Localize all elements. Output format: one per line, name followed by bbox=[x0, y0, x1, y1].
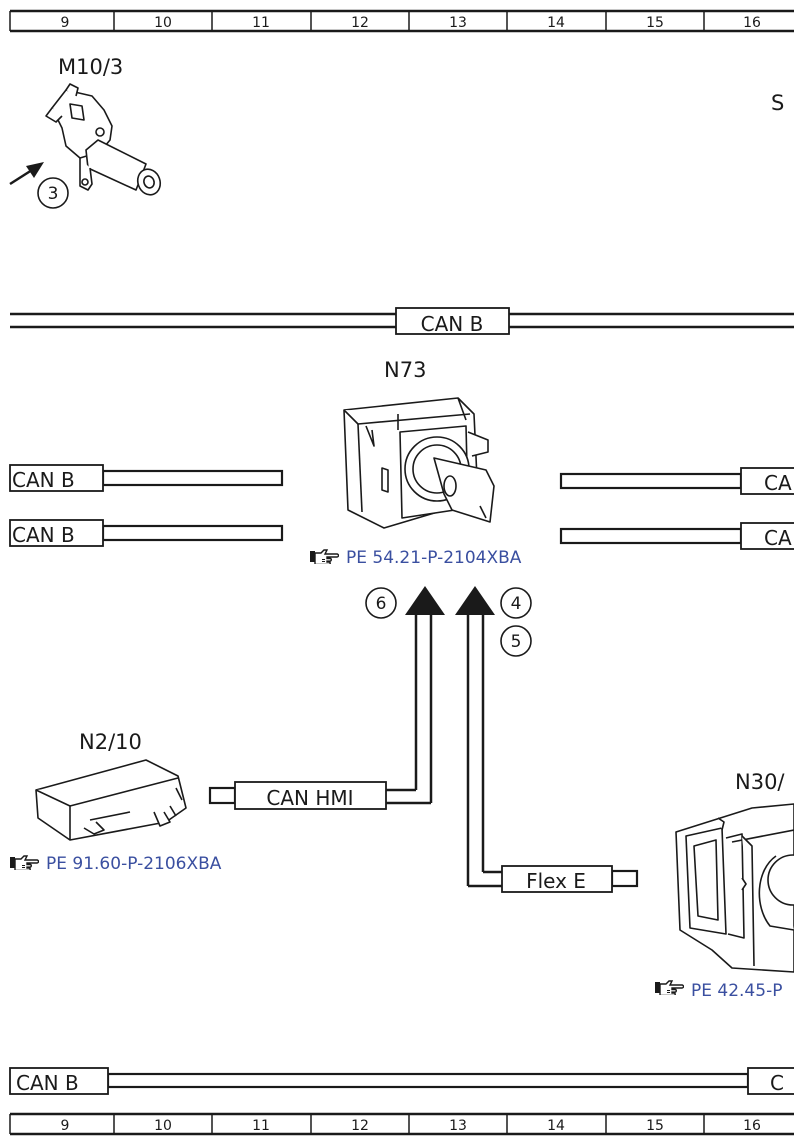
n2-10-reference-link[interactable]: PE 91.60-P-2106XBA bbox=[46, 854, 222, 874]
hmi-arrow-into-n73 bbox=[405, 586, 445, 803]
n2-10-module-drawing bbox=[35, 759, 187, 841]
callouts-n73 bbox=[365, 587, 532, 657]
callout-3: 3 bbox=[48, 184, 59, 204]
arrow-callout-3: 3 bbox=[9, 162, 69, 209]
ruler-bottom-col-12: 12 bbox=[351, 1118, 369, 1134]
can-b-bottom-right-label: C bbox=[770, 1071, 784, 1095]
ruler-col-12: 12 bbox=[351, 15, 369, 31]
top-ruler: 9 10 11 12 13 14 15 16 bbox=[9, 9, 794, 33]
bottom-ruler: 9 10 11 12 13 14 15 16 bbox=[9, 1112, 794, 1136]
n30-reference-link[interactable]: PE 42.45-P bbox=[691, 981, 782, 1001]
ruler-col-9: 9 bbox=[61, 15, 70, 31]
can-b-left-upper-label: CAN B bbox=[12, 468, 75, 492]
flex-arrow-into-n73 bbox=[455, 586, 495, 886]
callout-6: 6 bbox=[376, 594, 387, 614]
n30-label: N30/ bbox=[735, 770, 785, 794]
callout-5: 5 bbox=[511, 632, 522, 652]
n73-ignition-switch-drawing bbox=[343, 397, 495, 529]
pointing-hand-icon bbox=[9, 855, 39, 870]
ruler-bottom-col-10: 10 bbox=[154, 1118, 172, 1134]
ruler-bottom-col-13: 13 bbox=[449, 1118, 467, 1134]
can-hmi-label: CAN HMI bbox=[266, 786, 353, 810]
ruler-bottom-col-14: 14 bbox=[547, 1118, 565, 1134]
m10-3-label: M10/3 bbox=[58, 55, 123, 79]
s-partial-label: S bbox=[771, 91, 784, 115]
n73-label: N73 bbox=[384, 358, 426, 382]
can-b-top-bus: CAN B bbox=[10, 307, 794, 336]
callout-4: 4 bbox=[511, 594, 522, 614]
can-b-bottom-bus: CAN B C bbox=[9, 1067, 794, 1095]
can-b-right-upper: CA bbox=[559, 467, 794, 495]
can-b-left-upper: CAN B bbox=[9, 464, 284, 492]
ruler-col-15: 15 bbox=[646, 15, 664, 31]
can-hmi-bus: CAN HMI bbox=[208, 781, 431, 810]
can-b-right-upper-label: CA bbox=[764, 471, 792, 495]
m10-3-motor-drawing bbox=[45, 83, 162, 196]
ruler-col-16: 16 bbox=[743, 15, 761, 31]
n2-10-label: N2/10 bbox=[79, 730, 142, 754]
n30-module-drawing bbox=[675, 803, 794, 973]
ruler-bottom-col-16: 16 bbox=[743, 1118, 761, 1134]
can-b-left-lower-label: CAN B bbox=[12, 523, 75, 547]
ruler-col-10: 10 bbox=[154, 15, 172, 31]
can-b-left-lower: CAN B bbox=[9, 519, 284, 547]
ruler-col-11: 11 bbox=[252, 15, 270, 31]
ruler-bottom-col-9: 9 bbox=[61, 1118, 70, 1134]
can-b-right-lower-label: CA bbox=[764, 526, 792, 550]
can-b-right-lower: CA bbox=[559, 522, 794, 550]
ruler-bottom-col-15: 15 bbox=[646, 1118, 664, 1134]
pointing-hand-icon bbox=[654, 980, 684, 995]
flex-e-label: Flex E bbox=[526, 869, 586, 893]
ruler-col-14: 14 bbox=[547, 15, 565, 31]
n73-reference-link[interactable]: PE 54.21-P-2104XBA bbox=[346, 548, 522, 568]
can-b-top-label: CAN B bbox=[421, 312, 484, 336]
can-b-bottom-left-label: CAN B bbox=[16, 1071, 79, 1095]
ruler-bottom-col-11: 11 bbox=[252, 1118, 270, 1134]
ruler-col-13: 13 bbox=[449, 15, 467, 31]
pointing-hand-icon bbox=[309, 549, 339, 564]
flex-e-bus: Flex E bbox=[468, 865, 639, 893]
